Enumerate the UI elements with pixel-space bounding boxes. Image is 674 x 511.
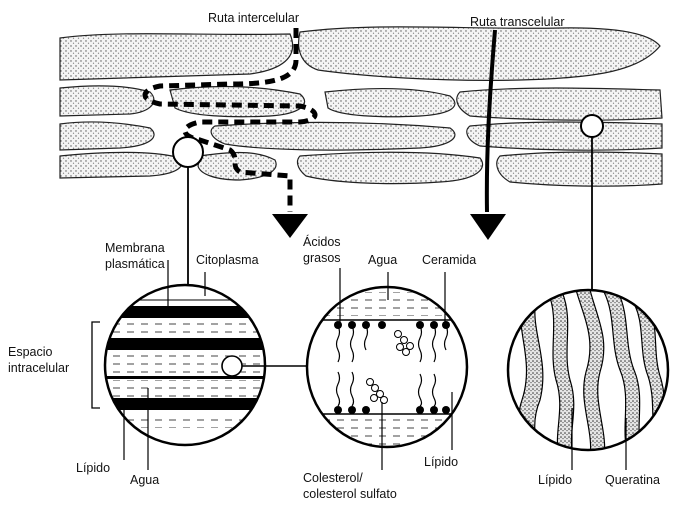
inner-magnifier xyxy=(222,356,242,376)
corneocyte-layer-13 xyxy=(497,152,662,186)
stratum-corneum-layers xyxy=(60,27,662,186)
corneocyte-layer-12 xyxy=(298,152,483,183)
label-lipido-right: Lípido xyxy=(538,473,572,487)
label-colesterol-1: Colesterol/ xyxy=(303,471,363,485)
label-colesterol-2: colesterol sulfato xyxy=(303,487,397,501)
corneocyte-layer-4 xyxy=(170,87,305,117)
corneocyte-layer-2 xyxy=(299,27,660,81)
magnifier-transcellular xyxy=(581,115,603,137)
label-espacio-intracelular-2: intracelular xyxy=(8,361,69,375)
label-membrana-plasmatica-1: Membrana xyxy=(105,241,165,255)
corneocyte-layer-5 xyxy=(325,89,455,117)
label-acidos-grasos-1: Ácidos xyxy=(303,234,341,249)
label-agua-bottom: Agua xyxy=(130,473,159,487)
label-membrana-plasmatica-2: plasmática xyxy=(105,257,165,271)
corneocyte-layer-1 xyxy=(60,34,293,80)
corneocyte-layer-3 xyxy=(60,86,154,116)
corneocyte-layer-9 xyxy=(467,122,662,150)
keratin-circle xyxy=(505,288,674,470)
label-ruta-intercelular: Ruta intercelular xyxy=(208,11,299,25)
label-ruta-transcelular: Ruta transcelular xyxy=(470,15,565,29)
transcellular-arrowhead xyxy=(470,214,506,240)
intercellular-space-circle xyxy=(100,260,312,470)
espacio-bracket xyxy=(92,322,100,408)
label-queratina: Queratina xyxy=(605,473,660,487)
corneocyte-layer-10 xyxy=(60,152,182,178)
label-citoplasma: Citoplasma xyxy=(196,253,259,267)
corneocyte-layer-8 xyxy=(211,122,455,150)
label-acidos-grasos-2: grasos xyxy=(303,251,341,265)
label-espacio-intracelular-1: Espacio xyxy=(8,345,53,359)
lipid-bilayer-circle xyxy=(305,268,470,470)
magnifier-intercellular xyxy=(173,137,203,167)
label-ceramida: Ceramida xyxy=(422,253,476,267)
label-agua-top: Agua xyxy=(368,253,397,267)
label-lipido-left: Lípido xyxy=(76,461,110,475)
label-lipido-middle: Lípido xyxy=(424,455,458,469)
corneocyte-layer-7 xyxy=(60,122,154,150)
